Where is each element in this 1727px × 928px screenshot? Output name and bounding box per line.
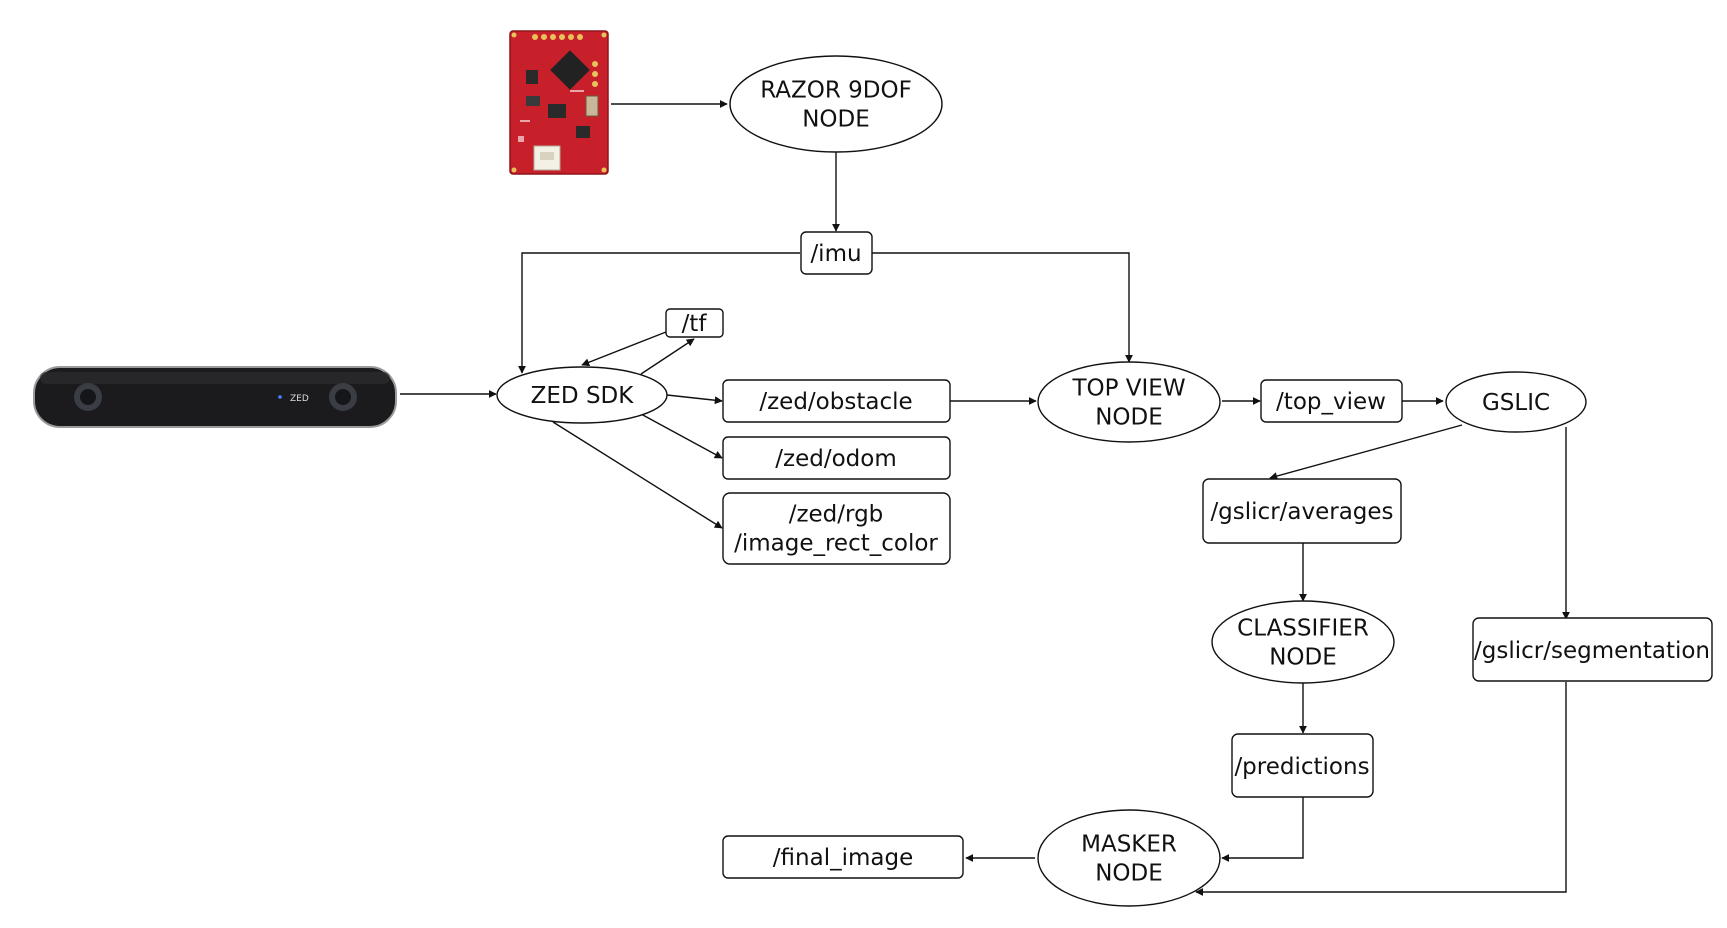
gslic-node-label-line-1: GSLIC	[1482, 390, 1550, 416]
top-view-topic-label-line-1: /top_view	[1276, 389, 1386, 415]
edge-zedsdk-to-rgb	[552, 421, 723, 529]
zed-rgb-topic-label-line-2: /image_rect_color	[734, 531, 938, 557]
zed-sdk-node-label: ZED SDK	[531, 383, 635, 409]
zed-sdk-node-ellipse	[496, 366, 668, 424]
edge-zedsdk-to-obstacle	[666, 394, 723, 405]
razor-imu-board-icon	[509, 30, 609, 175]
zed-obstacle-topic-label: /zed/obstacle	[759, 389, 912, 415]
gslicr-averages-topic-box	[1202, 478, 1402, 544]
edge-tf-to-zedsdk	[581, 331, 667, 367]
gslic-node-label: GSLIC	[1482, 390, 1550, 416]
predictions-topic-label-line-1: /predictions	[1234, 754, 1369, 780]
zed-rgb-topic-label: /zed/rgb/image_rect_color	[734, 502, 938, 557]
camera-brand-label: ZED	[290, 394, 309, 404]
edge-segmentation-to-masker	[1195, 682, 1567, 896]
imu-topic-label: /imu	[810, 241, 861, 267]
final-image-topic-label: /final_image	[773, 845, 913, 871]
classifier-node-label-line-1: CLASSIFIER	[1237, 616, 1369, 642]
predictions-topic-label: /predictions	[1234, 754, 1369, 780]
top-view-topic-box	[1260, 379, 1403, 423]
zed-obstacle-topic-label-line-1: /zed/obstacle	[759, 389, 912, 415]
gslicr-segmentation-topic-box	[1472, 617, 1713, 682]
masker-node-label: MASKER NODE	[1081, 832, 1177, 887]
masker-node-label-line-1: MASKER	[1081, 832, 1177, 858]
edge-gslic-to-averages	[1269, 424, 1463, 480]
zed-odom-topic-label-line-1: /zed/odom	[775, 446, 896, 472]
gslic-node-ellipse	[1445, 371, 1587, 433]
imu-topic-label-line-1: /imu	[810, 241, 861, 267]
zed-odom-topic-box	[722, 436, 951, 480]
edge-predictions-to-masker	[1221, 797, 1304, 862]
masker-node-ellipse	[1037, 809, 1221, 907]
zed-odom-topic-label: /zed/odom	[775, 446, 896, 472]
zed-sdk-node-label-line-1: ZED SDK	[531, 383, 635, 409]
razor-node-label-line-2: NODE	[802, 107, 870, 133]
gslicr-segmentation-topic-label-line-1: /gslicr/segmentation	[1474, 638, 1710, 664]
top-view-topic-label: /top_view	[1276, 389, 1386, 415]
edge-imu-to-zedsdk	[518, 252, 800, 374]
classifier-node-ellipse	[1211, 600, 1395, 684]
tf-topic-label-line-1: /tf	[682, 311, 708, 337]
top-view-node-label: TOP VIEW NODE	[1071, 376, 1185, 431]
edges	[400, 100, 1570, 896]
top-view-node-label-line-1: TOP VIEW	[1071, 376, 1185, 402]
final-image-topic-box	[722, 835, 964, 879]
imu-topic-box	[800, 231, 873, 275]
razor-node-ellipse	[729, 55, 943, 153]
classifier-node-label-line-2: NODE	[1269, 645, 1337, 671]
edge-zedsdk-to-tf	[640, 338, 695, 375]
tf-topic-box	[665, 308, 724, 338]
top-view-node-label-line-2: NODE	[1095, 405, 1163, 431]
tf-topic-label: /tf	[682, 311, 708, 337]
top-view-node-ellipse	[1037, 361, 1221, 443]
gslicr-segmentation-topic-label: /gslicr/segmentation	[1474, 638, 1710, 664]
gslicr-averages-topic-label: /gslicr/averages	[1210, 499, 1393, 525]
razor-node-label-line-1: RAZOR 9DOF	[760, 78, 912, 104]
classifier-node-label: CLASSIFIER NODE	[1237, 616, 1369, 671]
zed-rgb-topic-label-line-1: /zed/rgb	[789, 502, 884, 528]
zed-stereo-camera-icon: ZED	[33, 366, 397, 428]
zed-rgb-topic-box	[722, 492, 951, 565]
edge-zedsdk-to-odom	[640, 413, 723, 459]
final-image-topic-label-line-1: /final_image	[773, 845, 913, 871]
gslicr-averages-topic-label-line-1: /gslicr/averages	[1210, 499, 1393, 525]
edge-imu-to-topview	[872, 252, 1133, 363]
razor-node-label: RAZOR 9DOF NODE	[760, 78, 912, 133]
predictions-topic-box	[1231, 733, 1374, 798]
zed-obstacle-topic-box	[722, 379, 951, 423]
labels: RAZOR 9DOF NODE ZED SDK TOP VIEW NODE GSLIC CL…	[531, 78, 1710, 887]
masker-node-label-line-2: NODE	[1095, 861, 1163, 887]
